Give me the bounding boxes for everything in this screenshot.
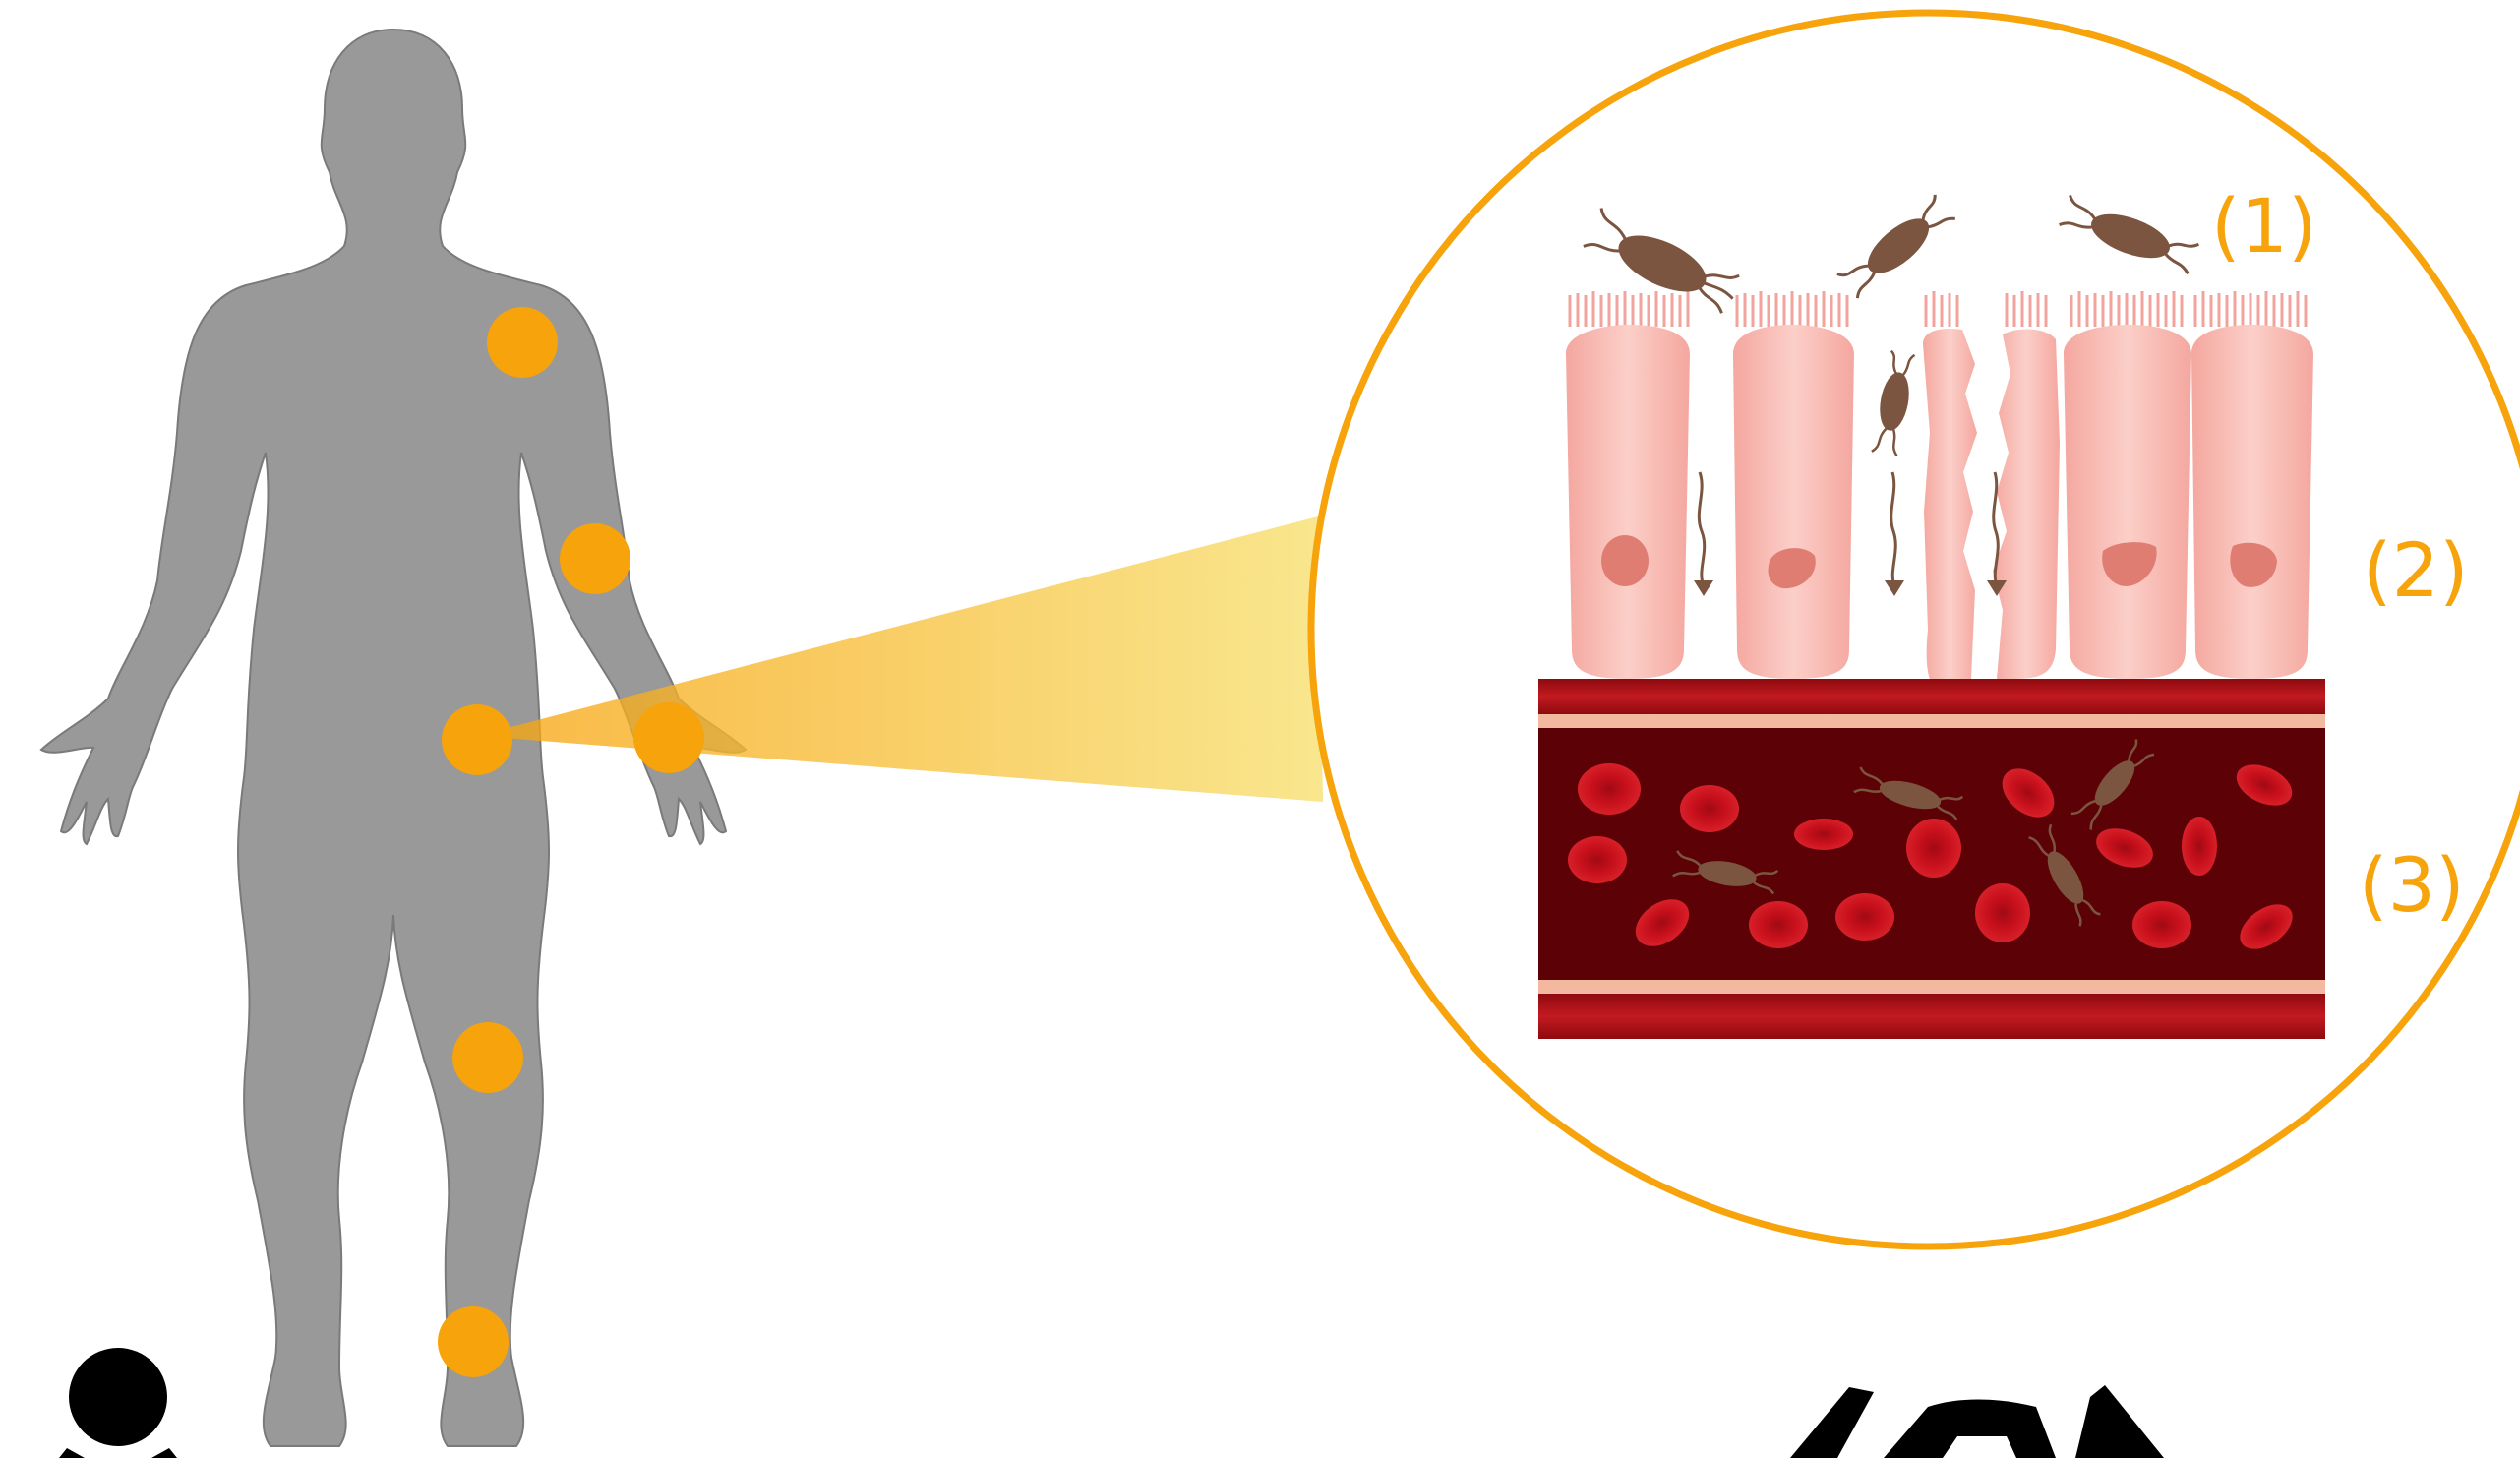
- epithelial-cell: [2191, 291, 2313, 679]
- red-blood-cell-icon: [1906, 819, 1961, 878]
- epithelial-cell: [2064, 291, 2191, 679]
- layer-label-3: (3): [2359, 841, 2465, 929]
- magnifier-background: [1311, 13, 2520, 1246]
- joint-marker-knee: [452, 1022, 523, 1093]
- epithelial-cell: [1566, 291, 1690, 679]
- red-blood-cell-icon: [1578, 763, 1641, 815]
- epithelial-cell-layer: [1566, 291, 2313, 679]
- red-blood-cell-icon: [1835, 893, 1894, 941]
- red-blood-cell-icon: [1975, 883, 2030, 942]
- red-blood-cell-icon: [1680, 785, 1739, 832]
- layer-label-2: (2): [2363, 526, 2469, 614]
- red-blood-cell-icon: [1749, 901, 1808, 948]
- handshake-icon: [1790, 1385, 2164, 1458]
- layer-label-1: (1): [2211, 182, 2317, 270]
- red-blood-cell-icon: [1794, 819, 1853, 850]
- joint-marker-ankle: [438, 1306, 509, 1377]
- joint-marker-shoulder: [487, 307, 558, 378]
- epithelial-cell: [1733, 291, 1854, 679]
- joint-marker-elbow: [560, 523, 630, 594]
- red-blood-cell-icon: [2132, 901, 2191, 948]
- joint-marker-wrist: [633, 702, 704, 773]
- red-blood-cell-icon: [2182, 817, 2217, 876]
- person-icon: [59, 1348, 177, 1458]
- red-blood-cell-icon: [1568, 836, 1627, 883]
- joint-marker-hip: [442, 704, 512, 775]
